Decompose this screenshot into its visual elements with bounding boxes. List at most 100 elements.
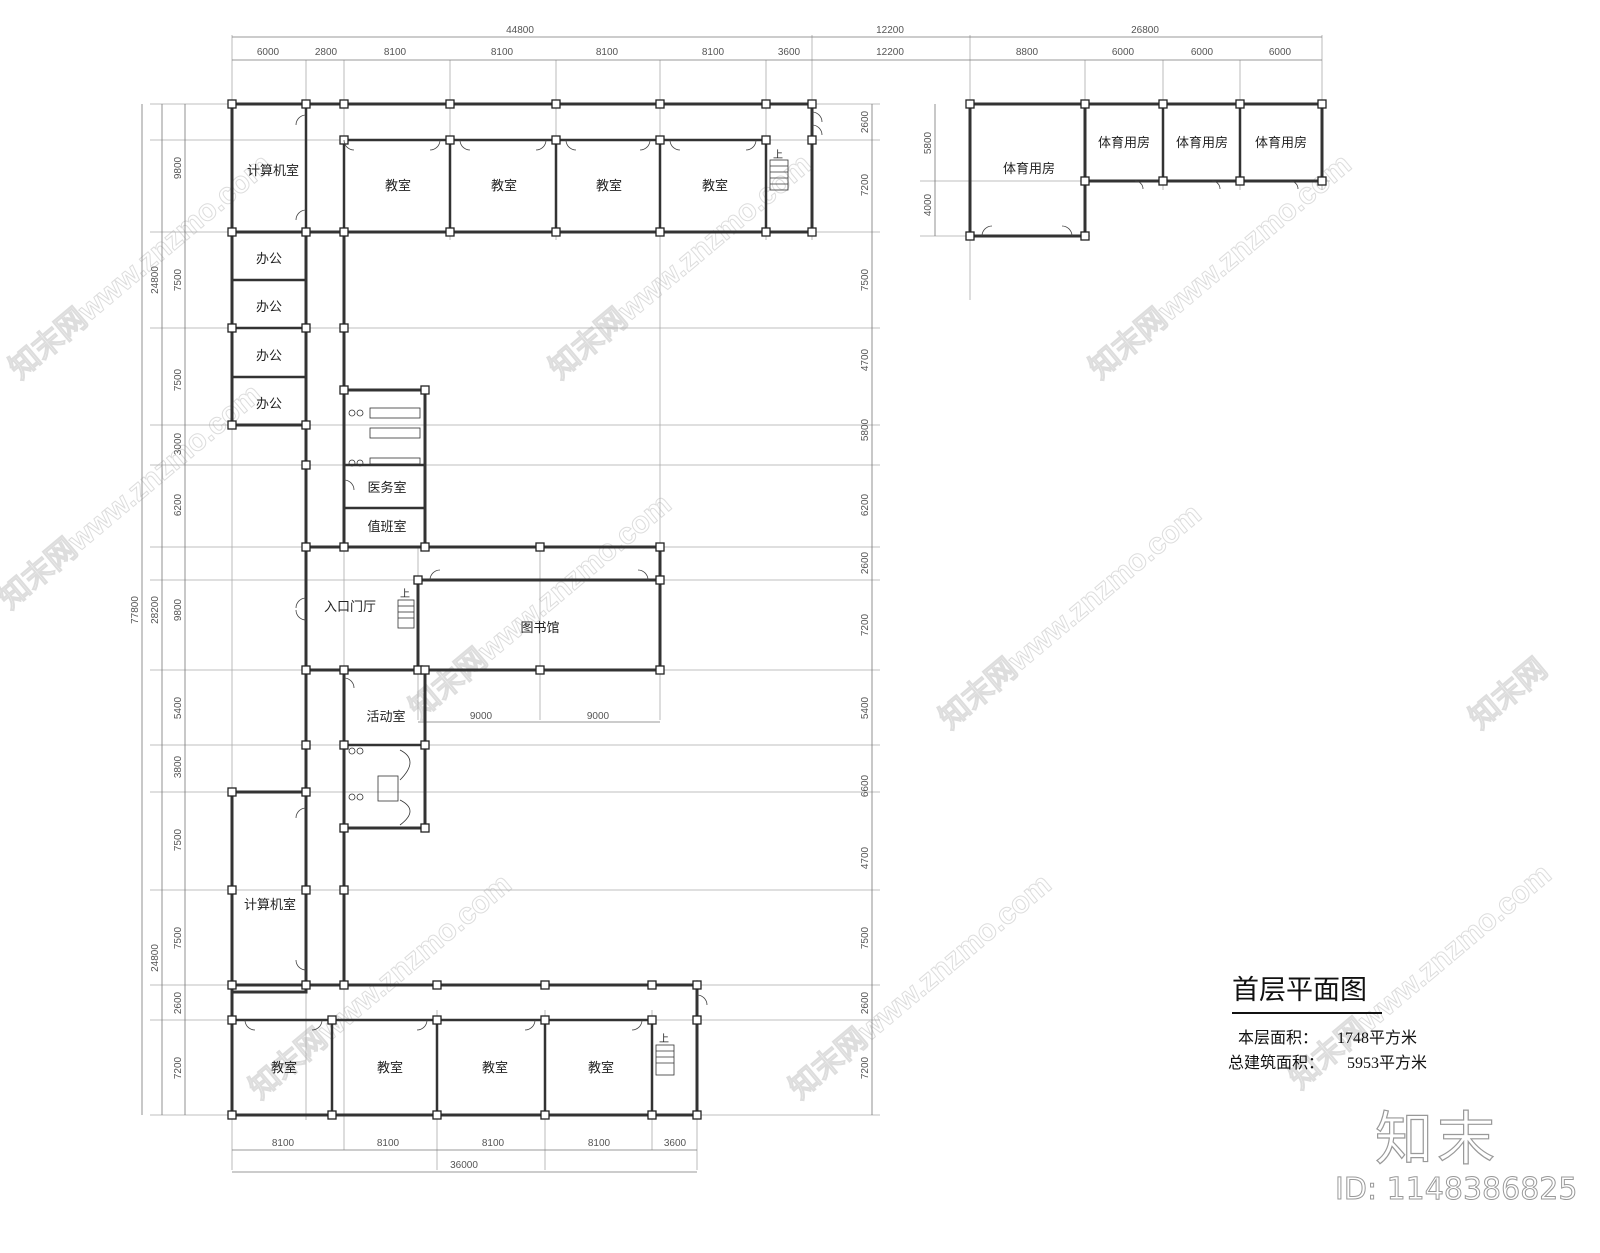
- dim-top: 8100: [491, 47, 514, 58]
- column: [1317, 99, 1327, 109]
- column: [655, 99, 665, 109]
- svg-text:知末网www.znzmo.com: 知末网www.znzmo.com: [3, 148, 277, 386]
- column: [1158, 176, 1168, 186]
- svg-text:3000: 3000: [173, 432, 184, 455]
- column: [339, 740, 349, 750]
- column: [761, 227, 771, 237]
- column: [339, 885, 349, 895]
- column: [339, 323, 349, 333]
- room-computer: 计算机室: [244, 897, 296, 913]
- dim-top-total: 44800: [506, 25, 534, 36]
- column: [420, 385, 430, 395]
- column: [445, 135, 455, 145]
- column: [301, 460, 311, 470]
- dim-top: 2800: [315, 47, 338, 58]
- column: [432, 1110, 442, 1120]
- dim-library: 9000: [470, 711, 493, 722]
- watermark-id: ID: 1148386825: [1334, 1172, 1578, 1208]
- column: [692, 980, 702, 990]
- room-office: 办公: [256, 397, 282, 412]
- column: [301, 665, 311, 675]
- column: [647, 980, 657, 990]
- column: [227, 787, 237, 797]
- dim-top-total: 26800: [1131, 25, 1159, 36]
- room-classroom: 教室: [271, 1060, 297, 1076]
- column: [540, 980, 550, 990]
- svg-text:5800: 5800: [923, 131, 934, 154]
- room-office: 办公: [256, 349, 282, 364]
- svg-text:6600: 6600: [860, 774, 871, 797]
- column: [1080, 99, 1090, 109]
- column: [420, 740, 430, 750]
- left-dims: 9800 7500 7500 3000 6200 9800 5400 3800 …: [130, 156, 184, 1079]
- svg-text:7500: 7500: [173, 926, 184, 949]
- floor-area-label: 本层面积：: [1238, 1030, 1319, 1047]
- dim-top: 12200: [876, 47, 904, 58]
- svg-text:知末网: 知末网: [1463, 652, 1553, 735]
- svg-text:6200: 6200: [173, 493, 184, 516]
- column: [339, 542, 349, 552]
- column: [655, 542, 665, 552]
- dim-top: 8100: [596, 47, 619, 58]
- room-classroom: 教室: [491, 178, 517, 194]
- svg-text:7200: 7200: [860, 173, 871, 196]
- column: [807, 99, 817, 109]
- column: [420, 542, 430, 552]
- column: [807, 135, 817, 145]
- dim-top-total: 12200: [876, 25, 904, 36]
- column: [301, 323, 311, 333]
- column: [647, 1110, 657, 1120]
- dim-top: 8100: [702, 47, 725, 58]
- dimension-lines: [141, 36, 1322, 1173]
- column: [301, 420, 311, 430]
- column: [339, 227, 349, 237]
- svg-text:9800: 9800: [173, 598, 184, 621]
- dimension-texts: 44800 12200 26800 6000 2800 8100 8100 81…: [130, 25, 1292, 1171]
- dim-bottom: 8100: [272, 1138, 295, 1149]
- column: [301, 740, 311, 750]
- column: [227, 420, 237, 430]
- svg-text:知末网www.znzmo.com: 知末网www.znzmo.com: [933, 498, 1207, 736]
- column: [535, 665, 545, 675]
- column: [227, 323, 237, 333]
- column: [227, 227, 237, 237]
- column: [339, 99, 349, 109]
- room-classroom: 教室: [385, 178, 411, 194]
- dim-bottom: 8100: [482, 1138, 505, 1149]
- right-dims: 2600 7200 7500 4700 5800 6200 2600 7200 …: [860, 110, 934, 1079]
- title-underline: [1232, 1012, 1382, 1014]
- room-classroom: 教室: [596, 178, 622, 194]
- svg-text:2600: 2600: [860, 551, 871, 574]
- room-sports: 体育用房: [1255, 135, 1307, 151]
- column: [655, 665, 665, 675]
- column: [551, 99, 561, 109]
- column: [647, 1015, 657, 1025]
- column: [413, 575, 423, 585]
- svg-text:6200: 6200: [860, 493, 871, 516]
- room-computer: 计算机室: [247, 163, 299, 179]
- svg-text:28200: 28200: [150, 596, 161, 624]
- svg-text:7500: 7500: [173, 828, 184, 851]
- room-sports: 体育用房: [1176, 135, 1228, 151]
- svg-text:7500: 7500: [173, 268, 184, 291]
- svg-text:知末网www.znzmo.com: 知末网www.znzmo.com: [403, 488, 677, 726]
- room-office: 办公: [256, 252, 282, 267]
- room-labels: 计算机室 教室 教室 教室 教室 办公 办公 办公 办公 医务室 值班室 入口门…: [244, 135, 1307, 1076]
- watermark-layer: 知末网www.znzmo.com 知末网www.znzmo.com 知末网www…: [0, 147, 1558, 1106]
- room-classroom: 教室: [702, 178, 728, 194]
- svg-text:7200: 7200: [860, 613, 871, 636]
- column: [339, 385, 349, 395]
- column: [1080, 176, 1090, 186]
- room-medical: 医务室: [367, 480, 406, 496]
- column: [301, 980, 311, 990]
- svg-text:7200: 7200: [173, 1056, 184, 1079]
- svg-text:7500: 7500: [173, 368, 184, 391]
- column: [227, 1110, 237, 1120]
- floor-area-value: 1748平方米: [1337, 1030, 1418, 1047]
- dim-top: 8100: [384, 47, 407, 58]
- svg-text:7500: 7500: [860, 268, 871, 291]
- svg-text:7200: 7200: [860, 1056, 871, 1079]
- column: [655, 227, 665, 237]
- column: [420, 665, 430, 675]
